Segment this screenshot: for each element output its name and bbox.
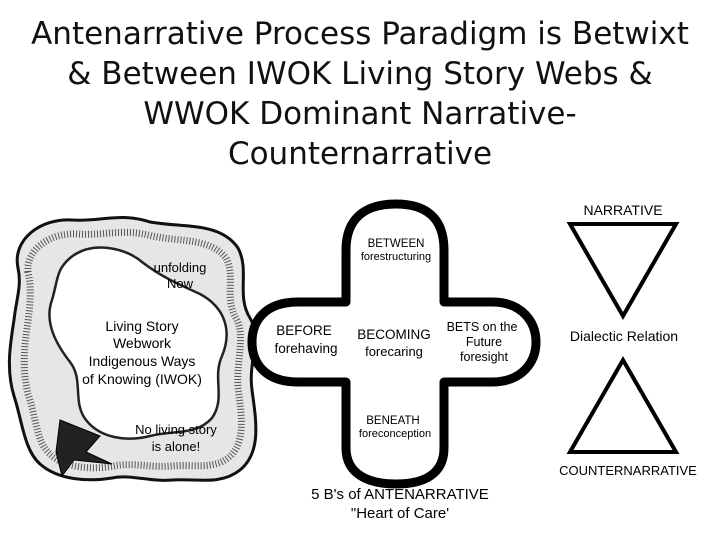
- triangle-counternarrative-label: COUNTERNARRATIVE: [559, 463, 697, 478]
- triangle-relation-label: Dialectic Relation: [570, 328, 678, 344]
- web-center-line-1: Living Story: [105, 318, 178, 334]
- cross-before-title: BEFORE: [276, 323, 332, 338]
- cross-becoming-sub: forecaring: [365, 344, 423, 359]
- cross-becoming-title: BECOMING: [357, 327, 431, 342]
- cross-between-title: BETWEEN: [368, 238, 425, 250]
- triangle-narrative-label: NARRATIVE: [583, 202, 662, 218]
- narrative-triangles: NARRATIVE Dialectic Relation COUNTERNARR…: [559, 202, 697, 478]
- cross-bets-sub: foresight: [460, 350, 508, 364]
- title-line-4: Counternarrative: [227, 136, 493, 172]
- cross-before-sub: forehaving: [274, 341, 337, 356]
- slide-title: Antenarrative Process Paradigm is Betwix…: [0, 14, 720, 186]
- web-unfolding-line-1: unfolding: [154, 260, 207, 275]
- web-alone-line-1: No living story: [135, 422, 217, 437]
- five-bs-cross: BETWEEN forestructuring BEFORE forehavin…: [247, 199, 541, 522]
- triangle-narrative: [566, 222, 680, 321]
- title-line-2: & Between IWOK Living Story Webs &: [67, 56, 653, 92]
- cross-caption-line-2: "Heart of Care': [351, 505, 449, 522]
- web-center-line-3: Indigenous Ways: [89, 353, 196, 369]
- web-unfolding-line-2: Now: [167, 276, 194, 291]
- cross-bets-future: Future: [466, 335, 502, 349]
- living-story-web: unfolding Now Living Story Webwork Indig…: [7, 216, 258, 482]
- title-line-1: Antenarrative Process Paradigm is Betwix…: [31, 16, 689, 52]
- cross-caption-line-1: 5 B's of ANTENARRATIVE: [311, 486, 489, 503]
- cross-outline: [247, 199, 541, 489]
- web-center-line-4: of Knowing (IWOK): [82, 371, 202, 387]
- web-center-line-2: Webwork: [113, 335, 172, 351]
- web-dark-knot: [55, 419, 113, 478]
- title-line-3: WWOK Dominant Narrative-: [143, 96, 577, 132]
- cross-between-sub: forestructuring: [361, 251, 431, 263]
- web-inner-hole: [48, 246, 228, 440]
- cross-beneath-title: BENEATH: [366, 415, 419, 427]
- web-hatching-band: [20, 228, 245, 472]
- web-alone-line-2: is alone!: [152, 439, 200, 454]
- cross-beneath-sub: foreconception: [359, 428, 431, 440]
- triangle-counternarrative: [566, 355, 680, 454]
- cross-bets-title: BETS on the: [447, 320, 518, 334]
